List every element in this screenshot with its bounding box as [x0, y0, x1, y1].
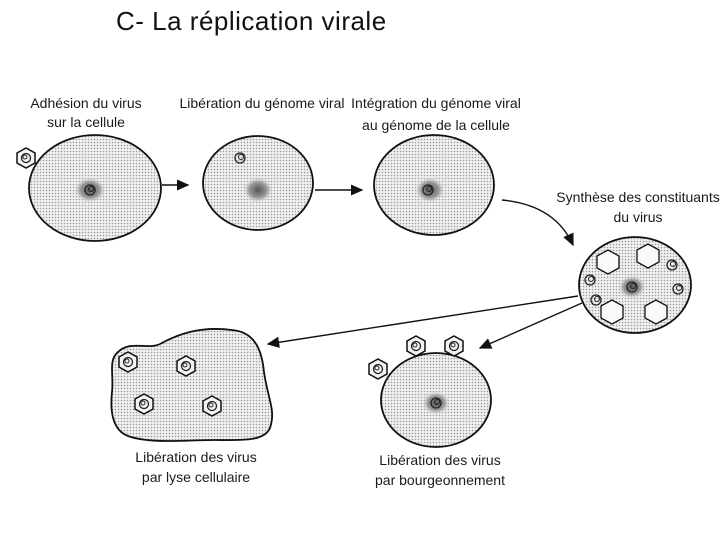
label-bourgeonnement-line2: par bourgeonnement: [375, 472, 505, 488]
label-lyse-line2: par lyse cellulaire: [142, 469, 250, 485]
capsid-icon: [644, 299, 668, 325]
step-synthese: Synthèse des constituants du virus: [556, 189, 720, 334]
virus-icon: [118, 351, 138, 373]
nucleus-icon: [415, 177, 445, 203]
step-bourgeonnement: Libération des virus par bourgeonnement: [368, 335, 505, 488]
lysed-cell: [110, 328, 274, 442]
nucleus-icon: [243, 177, 273, 203]
label-liberation-genome: Libération du génome viral: [180, 95, 345, 111]
label-lyse-line1: Libération des virus: [135, 449, 256, 465]
step-adhesion: Adhésion du virus sur la cellule: [16, 95, 162, 242]
arrow-curve-icon: [501, 199, 574, 247]
label-adhesion-line2: sur la cellule: [47, 114, 125, 130]
label-integration-line2: au génome de la cellule: [362, 117, 510, 133]
step-liberation-genome: Libération du génome viral: [180, 95, 345, 231]
step-lyse: Libération des virus par lyse cellulaire: [110, 328, 274, 485]
label-synthese-line2: du virus: [613, 209, 662, 225]
virus-icon: [134, 393, 154, 415]
page-title: C- La réplication virale: [116, 6, 387, 36]
step-integration: Intégration du génome viral au génome de…: [351, 95, 521, 236]
virus-icon: [406, 335, 426, 357]
virus-icon: [368, 358, 388, 380]
virus-icon: [202, 395, 222, 417]
label-synthese-line1: Synthèse des constituants: [556, 189, 719, 205]
label-integration-line1: Intégration du génome viral: [351, 95, 521, 111]
capsid-icon: [636, 243, 660, 269]
nucleus-icon: [618, 275, 646, 299]
label-bourgeonnement-line1: Libération des virus: [379, 452, 500, 468]
virus-icon: [176, 355, 196, 377]
virus-icon: [444, 335, 464, 357]
capsid-icon: [600, 299, 624, 325]
nucleus-icon: [422, 391, 450, 415]
virus-icon: [16, 147, 36, 169]
arrow-left-icon: [478, 302, 583, 349]
label-adhesion-line1: Adhésion du virus: [30, 95, 141, 111]
nucleus-icon: [74, 177, 106, 203]
arrow-left-icon: [266, 295, 579, 348]
capsid-icon: [596, 249, 620, 275]
